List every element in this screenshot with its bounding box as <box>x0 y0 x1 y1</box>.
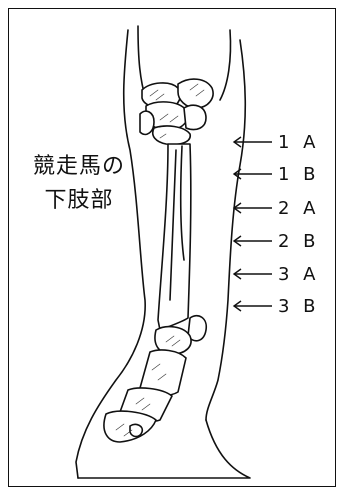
left-arrow-icon <box>232 134 274 150</box>
figure-title: 競走馬の 下肢部 <box>24 150 134 218</box>
marker-label: 2 A <box>278 198 320 219</box>
left-arrow-icon <box>232 166 274 182</box>
left-arrow-icon <box>232 266 274 282</box>
carpal-bone-6 <box>153 126 190 145</box>
marker-3a: 3 A <box>232 262 336 286</box>
marker-label: 2 B <box>278 231 320 252</box>
carpal-bone-5 <box>140 111 154 134</box>
left-arrow-icon <box>232 200 274 216</box>
marker-label: 3 B <box>278 296 320 317</box>
marker-1b: 1 B <box>232 162 336 186</box>
marker-2b: 2 B <box>232 229 336 253</box>
marker-1a: 1 A <box>232 130 336 154</box>
marker-3b: 3 B <box>232 294 336 318</box>
marker-label: 1 A <box>278 132 320 153</box>
left-arrow-icon <box>232 298 274 314</box>
carpal-bone-2 <box>178 79 213 108</box>
title-line-2: 下肢部 <box>24 184 134 218</box>
marker-label: 1 B <box>278 164 320 185</box>
carpal-bone-4 <box>184 105 206 129</box>
title-line-1: 競走馬の <box>24 150 134 184</box>
skin-line-right <box>220 30 231 100</box>
left-arrow-icon <box>232 233 274 249</box>
marker-2a: 2 A <box>232 196 336 220</box>
marker-label: 3 A <box>278 264 320 285</box>
